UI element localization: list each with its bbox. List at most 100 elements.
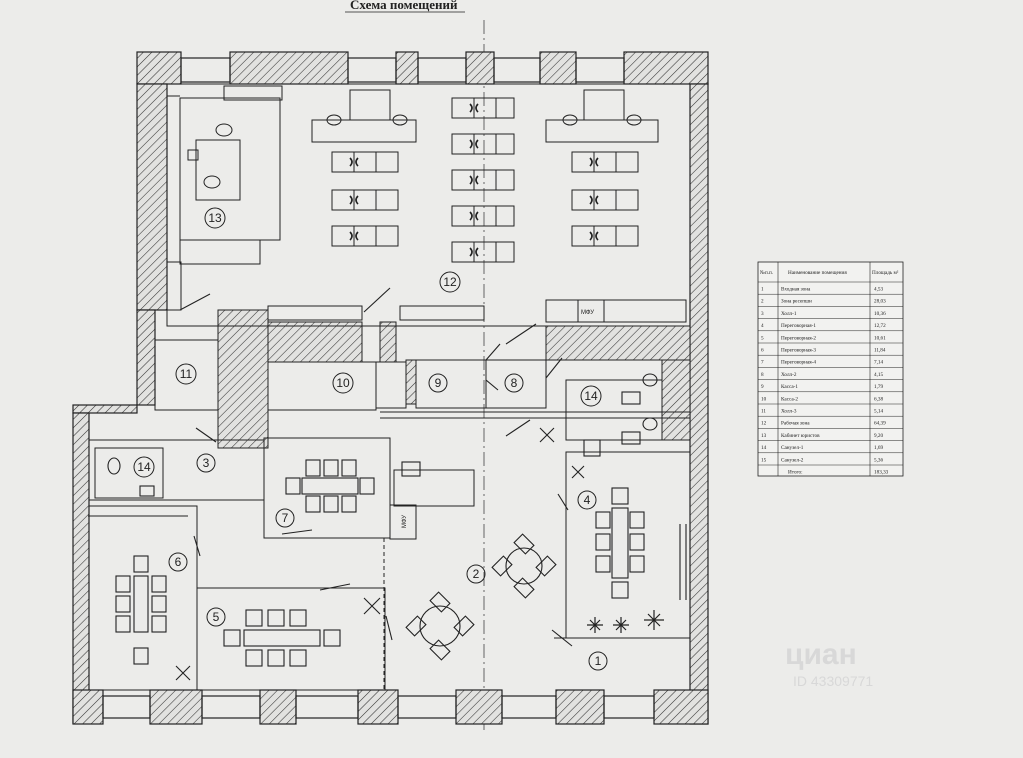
legend-cell-name: Переговорная-1 xyxy=(781,323,816,329)
legend-row: 5 Переговорная-2 10,61 xyxy=(761,335,886,341)
room-marker-14-left: 14 xyxy=(133,456,155,478)
watermark-brand: циан xyxy=(785,638,857,671)
legend-cell-num: 12 xyxy=(761,421,767,427)
room-marker-2: 2 xyxy=(466,564,486,584)
legend-total-area: 183,33 xyxy=(874,470,889,476)
legend-cell-area: 7,14 xyxy=(874,360,883,366)
room-marker-8: 8 xyxy=(504,373,524,393)
legend-header-area: Площадь м² xyxy=(872,270,899,276)
legend-row: 9 Касса-1 1,79 xyxy=(761,384,883,390)
legend-cell-num: 6 xyxy=(761,348,764,354)
legend-cell-name: Касса-2 xyxy=(781,396,798,402)
mfu-top-label: МФУ xyxy=(581,310,594,316)
legend-cell-num: 11 xyxy=(761,409,766,415)
room-marker-12: 12 xyxy=(439,271,461,293)
legend-cell-num: 15 xyxy=(761,457,767,463)
legend-table: №п.п. Наименование помещения Площадь м² … xyxy=(757,261,904,477)
legend-cell-name: Санузел-1 xyxy=(781,445,804,451)
svg-text:14: 14 xyxy=(137,460,151,474)
room-markers: 1 2 3 4 5 6 7 8 9 10 11 12 13 14 14 xyxy=(133,207,608,671)
legend-cell-area: 1,79 xyxy=(874,384,883,390)
legend-cell-name: Переговорная-4 xyxy=(781,360,816,366)
room-marker-9: 9 xyxy=(428,373,448,393)
legend-cell-name: Касса-1 xyxy=(781,384,798,390)
svg-text:14: 14 xyxy=(584,389,598,403)
legend-row: 12 Рабочая зона 64,39 xyxy=(761,420,886,427)
legend-cell-area: 4,15 xyxy=(874,372,883,378)
outer-walls xyxy=(72,51,709,725)
legend-cell-area: 10,61 xyxy=(874,335,886,341)
legend-cell-num: 9 xyxy=(761,384,764,390)
legend-row: 8 Холл-2 4,15 xyxy=(761,372,883,378)
legend-cell-area: 6,38 xyxy=(874,396,883,402)
svg-text:11: 11 xyxy=(180,367,193,381)
svg-text:1: 1 xyxy=(595,654,602,668)
legend-total-row: Итого:183,33 xyxy=(788,470,889,476)
room-marker-1: 1 xyxy=(588,651,608,671)
plan-title: Схема помещений xyxy=(350,0,458,12)
legend-cell-name: Входная зона xyxy=(781,287,811,293)
legend-cell-area: 64,39 xyxy=(874,421,886,427)
legend-cell-name: Переговорная-3 xyxy=(781,348,816,354)
watermark: циан ID 43309771 xyxy=(785,638,873,689)
room-marker-4: 4 xyxy=(577,490,597,510)
legend-cell-name: Холл-2 xyxy=(781,372,797,378)
legend-cell-area: 28,03 xyxy=(874,299,886,305)
legend-cell-area: 10,36 xyxy=(874,311,886,317)
legend-header-num: №п.п. xyxy=(760,270,773,276)
legend-cell-num: 10 xyxy=(761,396,767,402)
room-marker-14-right: 14 xyxy=(580,385,602,407)
svg-text:12: 12 xyxy=(443,275,457,289)
legend-cell-area: 4,53 xyxy=(874,287,883,293)
svg-text:10: 10 xyxy=(336,376,350,390)
room-marker-6: 6 xyxy=(168,552,188,572)
room-marker-5: 5 xyxy=(206,607,226,627)
svg-text:2: 2 xyxy=(473,567,480,581)
svg-text:4: 4 xyxy=(584,493,591,507)
legend-cell-area: 5,36 xyxy=(874,457,883,463)
legend-row: 10 Касса-2 6,38 xyxy=(761,396,883,402)
legend-cell-num: 4 xyxy=(761,323,764,329)
legend-cell-num: 14 xyxy=(761,445,767,451)
legend-cell-name: Санузел-2 xyxy=(781,457,804,463)
legend-cell-area: 9,20 xyxy=(874,433,883,439)
legend-row: 6 Переговорная-3 11,84 xyxy=(761,348,886,354)
svg-text:8: 8 xyxy=(511,376,518,390)
legend-row: 11 Холл-3 5,14 xyxy=(761,409,883,415)
svg-text:13: 13 xyxy=(208,211,222,225)
legend-cell-name: Переговорная-2 xyxy=(781,335,816,341)
legend-cell-name: Холл-3 xyxy=(781,409,797,415)
meeting-furniture xyxy=(88,287,687,681)
legend-row: 4 Переговорная-1 12,72 xyxy=(761,323,886,329)
room-marker-10: 10 xyxy=(332,372,354,394)
legend-cell-num: 7 xyxy=(761,360,764,366)
room-outlines xyxy=(88,83,691,691)
legend-cell-area: 5,14 xyxy=(874,409,883,415)
room-marker-7: 7 xyxy=(275,508,295,528)
legend-cell-name: Зона ресепшн xyxy=(781,299,812,305)
legend-cell-area: 11,84 xyxy=(874,348,886,354)
workzone-furniture xyxy=(179,85,687,323)
room-marker-3: 3 xyxy=(196,453,216,473)
mfu-side-label: МФУ xyxy=(402,515,408,528)
legend-cell-name: Рабочая зона xyxy=(781,420,810,427)
svg-text:5: 5 xyxy=(213,610,220,624)
legend-row: 7 Переговорная-4 7,14 xyxy=(761,360,883,366)
legend-cell-area: 12,72 xyxy=(874,323,886,329)
legend-cell-num: 1 xyxy=(761,287,764,293)
room-marker-11: 11 xyxy=(175,363,197,385)
legend-header-name: Наименование помещения xyxy=(788,270,847,276)
watermark-id: ID 43309771 xyxy=(793,673,873,689)
svg-text:3: 3 xyxy=(203,456,210,470)
legend-row: 1 Входная зона 4,53 xyxy=(761,287,883,293)
svg-text:6: 6 xyxy=(175,555,182,569)
legend-row: 15 Санузел-2 5,36 xyxy=(761,457,883,463)
legend-cell-num: 8 xyxy=(761,372,764,378)
legend-cell-name: Кабинет юристов xyxy=(781,432,820,439)
room-marker-13: 13 xyxy=(204,207,226,229)
legend-cell-num: 5 xyxy=(761,335,764,341)
